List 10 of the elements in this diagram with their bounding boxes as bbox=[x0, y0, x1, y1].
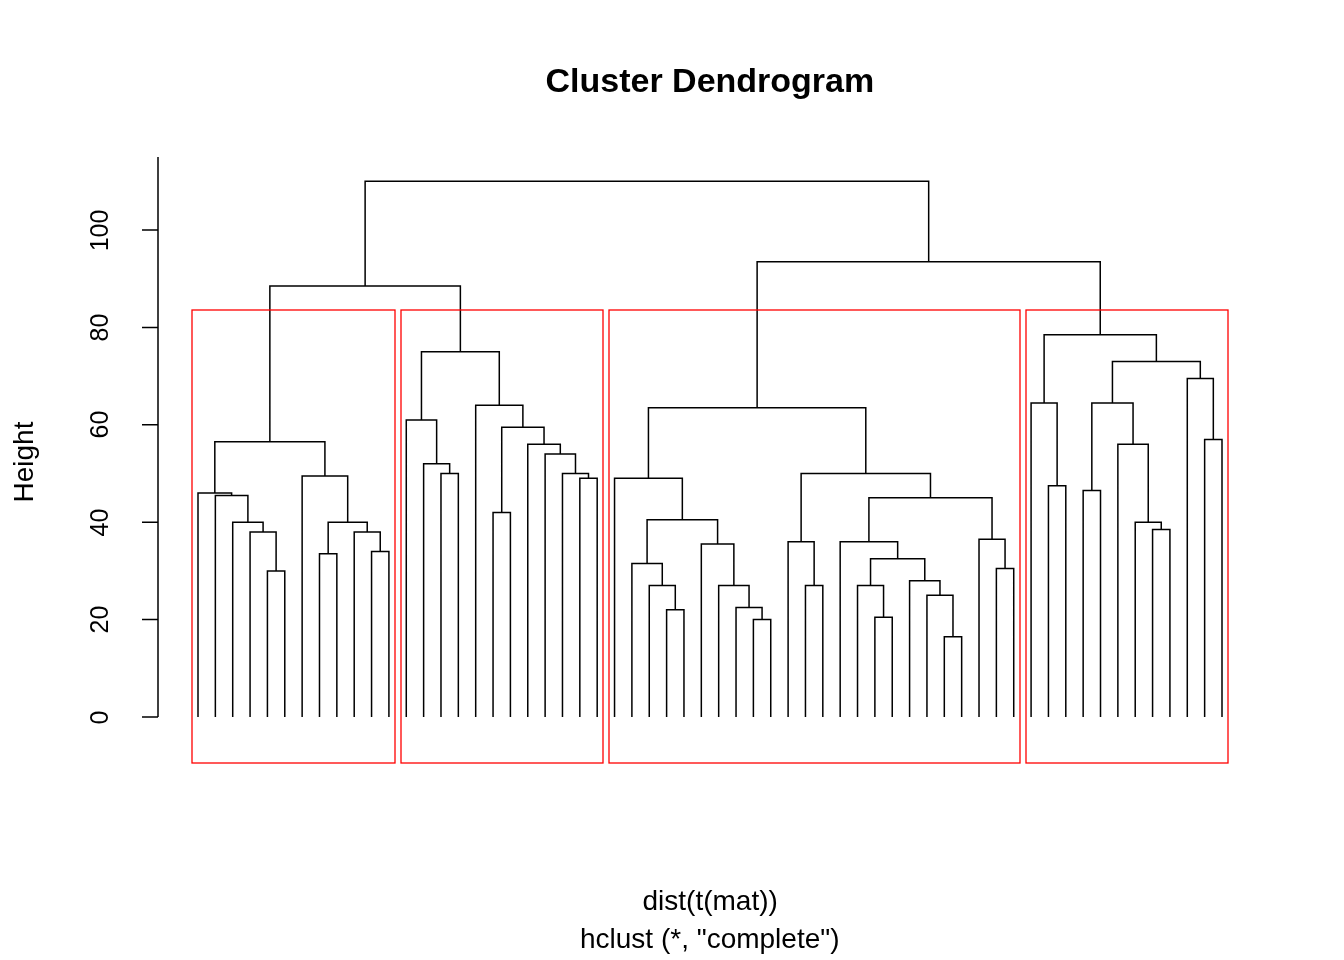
axis-title: dist(t(mat)) bbox=[642, 887, 778, 915]
chart-title: Cluster Dendrogram bbox=[545, 63, 875, 97]
axis-tick-label: 80 bbox=[87, 313, 113, 342]
method-caption: hclust (*, "complete") bbox=[580, 925, 840, 953]
axis-tick-label: 20 bbox=[87, 605, 113, 634]
axis-tick-label: 100 bbox=[87, 209, 113, 251]
axis-title: Height bbox=[9, 421, 38, 503]
axis-tick-label: 40 bbox=[87, 508, 113, 537]
axis-tick-label: 0 bbox=[87, 710, 113, 724]
axis-tick-label: 60 bbox=[87, 410, 113, 439]
